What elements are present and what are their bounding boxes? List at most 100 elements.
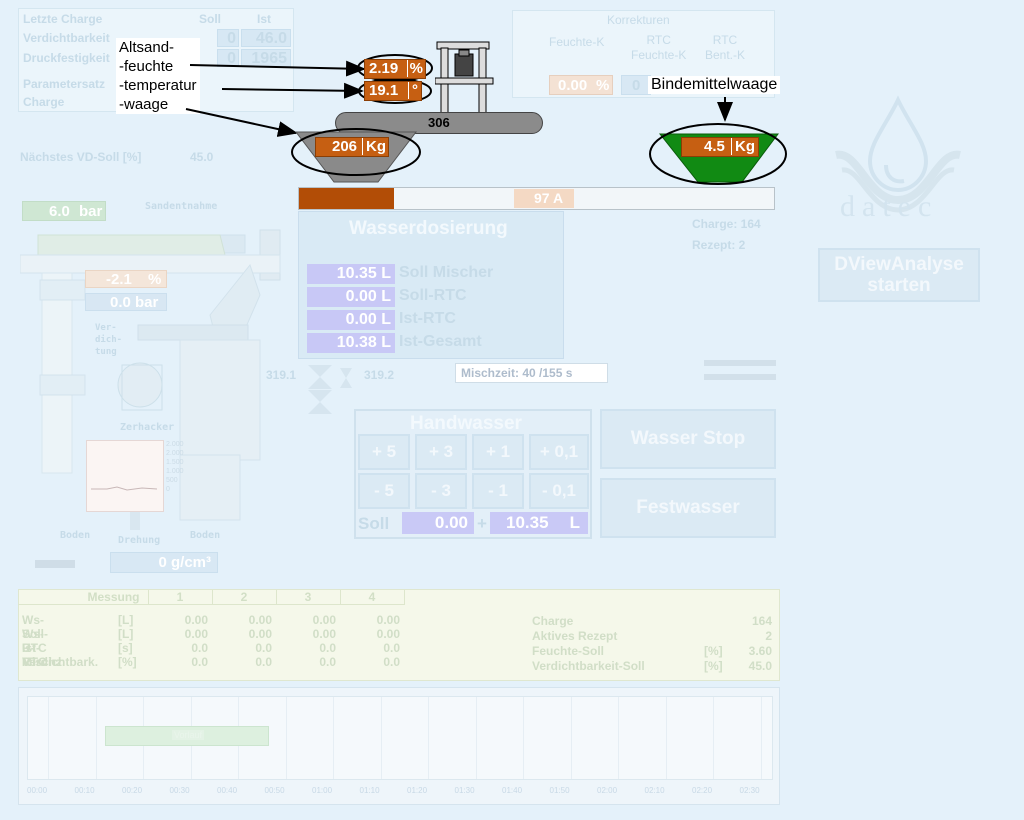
measurement-unit: [L]: [118, 613, 134, 627]
summary-row: Verdichtbarkeit-Soll[%]45.0: [532, 659, 772, 674]
rtc-feuchte-header: RTC Feuchte-K: [631, 33, 687, 62]
conveyor-label: 306: [428, 115, 450, 130]
timeline-tick-label: 02:10: [644, 786, 665, 795]
measurement-label: Ws-Ist-RTC: [22, 627, 47, 669]
plus-0-1-button[interactable]: + 0,1: [529, 434, 589, 470]
summary-value: 3.60: [748, 644, 772, 658]
water-dosing-panel: Wasserdosierung 10.35 L Soll Mischer 0.0…: [298, 211, 564, 359]
summary-unit: [%]: [704, 659, 723, 673]
summary-label: Feuchte-Soll: [532, 644, 605, 658]
mixer-load-fill: [299, 188, 394, 209]
measurement-cell: 0.00: [184, 613, 208, 627]
water-value-1: 10.35 L: [307, 264, 395, 284]
feuchte-k-value: 0.00 %: [549, 75, 613, 95]
water-value-3: 0.00 L: [307, 310, 395, 330]
corrections-title: Korrekturen: [607, 13, 670, 27]
timeline-tick-label: 01:10: [359, 786, 380, 795]
feeder-frame-graphic: [435, 41, 494, 115]
verdichtbarkeit-soll: 0: [217, 29, 239, 47]
next-vd-value: 45.0: [190, 150, 214, 164]
measurement-cell: 0.0: [383, 641, 400, 655]
timeline-tick-label: 00:40: [217, 786, 238, 795]
timeline-tick-label: 02:00: [597, 786, 618, 795]
vorlauf-bar: Vorlauf: [105, 726, 269, 746]
measurement-unit: [%]: [118, 655, 137, 669]
summary-unit: [%]: [704, 644, 723, 658]
measurement-label: Verdichtbark.: [22, 655, 99, 669]
water-value-2: 0.00 L: [307, 287, 395, 307]
valve-319-2: 319.2: [364, 368, 395, 382]
feuchte-display: 2.19 %: [364, 59, 426, 79]
measurement-cell: 0.0: [255, 655, 272, 669]
plus-1-button[interactable]: + 1: [472, 434, 524, 470]
timeline-gridline: [475, 697, 477, 779]
timeline-tick-label: 00:50: [264, 786, 285, 795]
measurement-cell: 0.00: [312, 613, 336, 627]
last-charge-panel: Letzte Charge Soll Ist Verdichtbarkeit 0…: [18, 8, 294, 112]
measurement-label: U-Mischz.: [22, 641, 66, 669]
minus-5-button[interactable]: - 5: [358, 473, 410, 509]
ist-rtc-label: Ist-RTC: [399, 310, 456, 327]
row-label: Charge: [23, 95, 65, 109]
total-water-value: 10.35 L: [490, 512, 588, 534]
minus-0-1-button[interactable]: - 0,1: [529, 473, 589, 509]
measurement-unit: [s]: [118, 641, 133, 655]
measurement-cell: 0.0: [255, 641, 272, 655]
verdichtbarkeit-ist: 46.0: [241, 29, 291, 47]
festwasser-button[interactable]: Festwasser: [600, 478, 776, 538]
dview-analyse-button[interactable]: DViewAnalyse starten: [818, 248, 980, 302]
plus-3-button[interactable]: + 3: [415, 434, 467, 470]
boden-label: Boden: [190, 530, 221, 541]
timeline-tick-label: 01:00: [312, 786, 333, 795]
rezept-label: Rezept: 2: [692, 238, 746, 252]
pressure-display: 6.0 bar: [22, 201, 106, 221]
timeline-tick-label: 00:20: [122, 786, 143, 795]
measurement-cell: 0.00: [248, 627, 272, 641]
druckfestigkeit-ist: 1965: [241, 49, 291, 67]
timeline-gridline: [428, 697, 429, 779]
water-dosing-title: Wasserdosierung: [349, 218, 508, 239]
measurement-cell: 0.0: [319, 655, 336, 669]
row-label: Verdichtbarkeit: [23, 31, 110, 45]
measurement-unit: [L]: [118, 627, 134, 641]
ampere-display: 97 A: [514, 189, 574, 208]
summary-row: Feuchte-Soll [%] 3.60: [532, 644, 772, 659]
soll-label: Soll: [358, 514, 390, 533]
summary-value: 45.0: [748, 659, 772, 673]
timeline-gridline: [523, 697, 524, 779]
row-label: Druckfestigkeit: [23, 51, 110, 65]
soll-rtc-label: Soll-RTC: [399, 287, 467, 304]
timeline-tick-label: 01:20: [407, 786, 428, 795]
timeline-gridline: [618, 697, 619, 779]
mini-chart: [86, 440, 164, 512]
verdichtung-label: Ver- dich- tung: [95, 323, 123, 357]
feuchte-k-header: Feuchte-K: [549, 35, 605, 49]
temperature-display: 19.1 °: [364, 81, 422, 101]
water-value-4: 10.38 L: [307, 333, 395, 353]
timeline-gridline: [333, 697, 334, 779]
plus-5-button[interactable]: + 5: [358, 434, 410, 470]
wasser-stop-button[interactable]: Wasser Stop: [600, 409, 776, 469]
handwasser-title: Handwasser: [410, 413, 522, 434]
minus-1-button[interactable]: - 1: [472, 473, 524, 509]
timeline-gridline: [48, 697, 49, 779]
sandentnahme-label: Sandentnahme: [145, 201, 218, 212]
timeline-gridline: [665, 697, 667, 779]
timeline-gridline: [95, 697, 97, 779]
bar-display: 0.0 bar: [85, 293, 167, 311]
minus-3-button[interactable]: - 3: [415, 473, 467, 509]
timeline-tick-label: 02:30: [739, 786, 760, 795]
soll-header: Soll: [199, 12, 222, 26]
binder-weight-display: 4.5 Kg: [681, 137, 759, 157]
mischzeit-display: Mischzeit: 40 /155 s: [455, 363, 608, 383]
measurement-cell: 0.0: [191, 655, 208, 669]
measurement-cell: 0.0: [191, 641, 208, 655]
measurement-cell: 0.0: [383, 655, 400, 669]
last-charge-header: Letzte Charge: [23, 12, 103, 26]
soll-value: 0.00: [402, 512, 474, 534]
pct-display: -2.1 %: [85, 270, 167, 288]
